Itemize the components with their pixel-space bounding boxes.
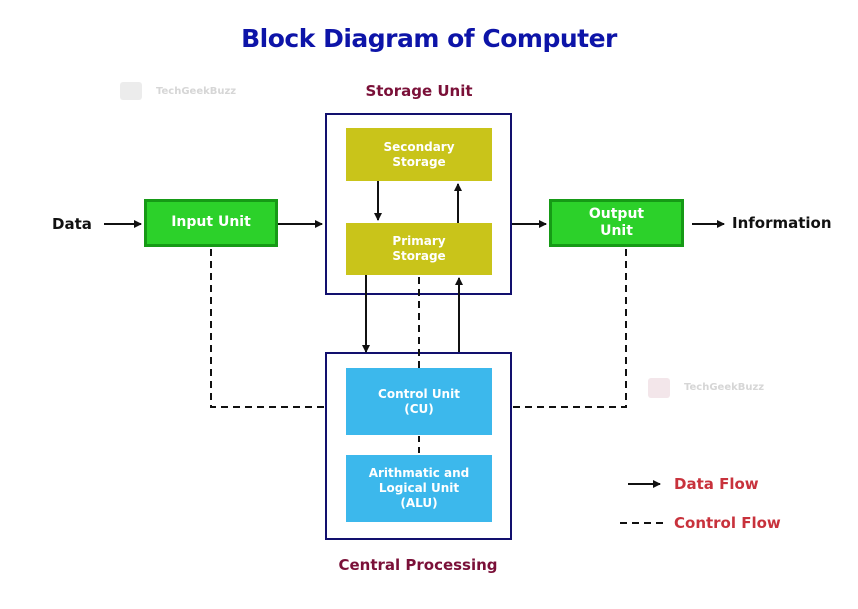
control-unit-label: Control Unit (CU) (378, 386, 460, 416)
output-unit-label: Output Unit (588, 205, 645, 240)
watermark-logo-icon (648, 378, 670, 398)
primary-storage-label: Primary Storage (392, 234, 446, 263)
control-unit-block: Control Unit (CU) (346, 368, 492, 435)
input-unit-label: Input Unit (171, 214, 251, 231)
secondary-storage-label: Secondary Storage (383, 139, 455, 169)
information-output-label: Information (732, 214, 832, 232)
watermark-text: TechGeekBuzz (156, 86, 237, 97)
cpu-label: Central Processing (338, 556, 498, 574)
control-line-output-to-cu (512, 249, 627, 408)
alu-label: Arithmatic and Logical Unit (ALU) (368, 466, 470, 510)
secondary-storage-block: Secondary Storage (346, 128, 492, 181)
diagram-title: Block Diagram of Computer (241, 24, 617, 53)
legend-data-flow-label: Data Flow (674, 475, 759, 493)
storage-unit-label: Storage Unit (365, 82, 473, 100)
primary-storage-block: Primary Storage (346, 223, 492, 275)
legend-control-flow-label: Control Flow (674, 514, 781, 532)
watermark-text: TechGeekBuzz (684, 382, 765, 393)
watermark-logo-icon (120, 82, 142, 100)
alu-block: Arithmatic and Logical Unit (ALU) (346, 455, 492, 522)
output-unit-block: Output Unit (549, 199, 684, 247)
data-input-label: Data (52, 215, 92, 233)
input-unit-block: Input Unit (144, 199, 278, 247)
control-line-input-to-cu (210, 249, 325, 408)
